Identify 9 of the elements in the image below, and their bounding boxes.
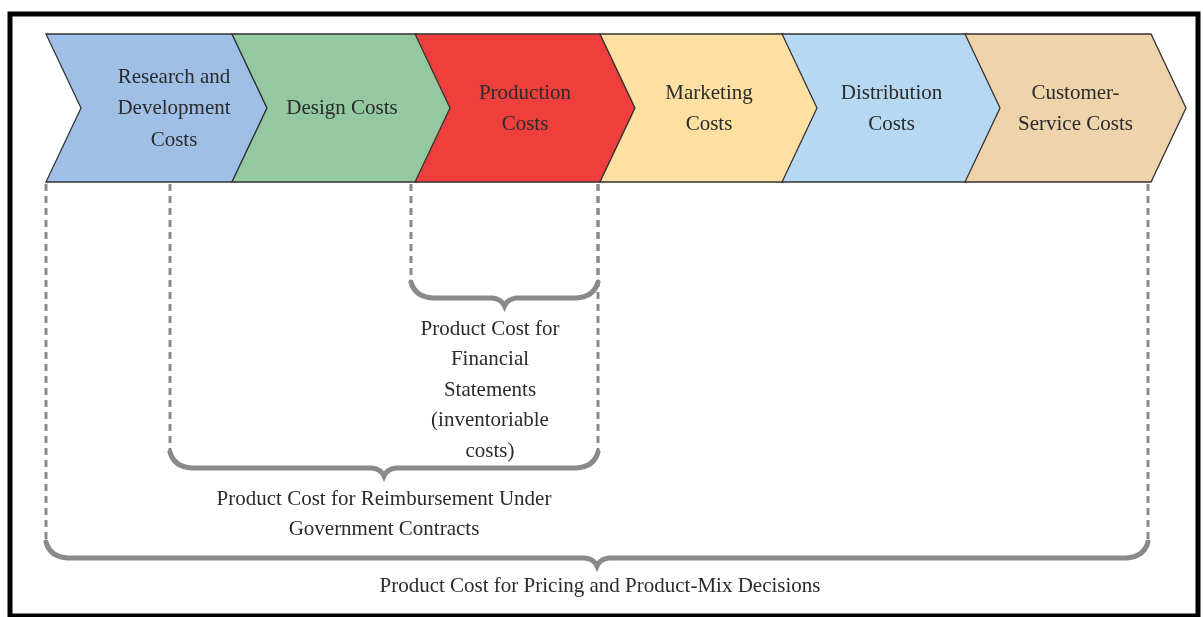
brace-label: Product Cost for Pricing and Product-Mix Decisions [378,572,822,599]
stage-label: Design Costs [286,94,398,122]
stage-label: Distribution Costs [839,78,944,137]
brace-label: Product Cost for Financial Statements (inventoriable costs) [419,315,561,464]
stage-label: Marketing Costs [664,78,754,137]
stage-label: Production Costs [477,78,573,137]
brace-label: Product Cost for Reimbursement Under Government Contracts [215,485,553,543]
stage-label: Customer-Service Costs [1017,78,1134,137]
stage-label: Research and Development Costs [116,62,232,153]
